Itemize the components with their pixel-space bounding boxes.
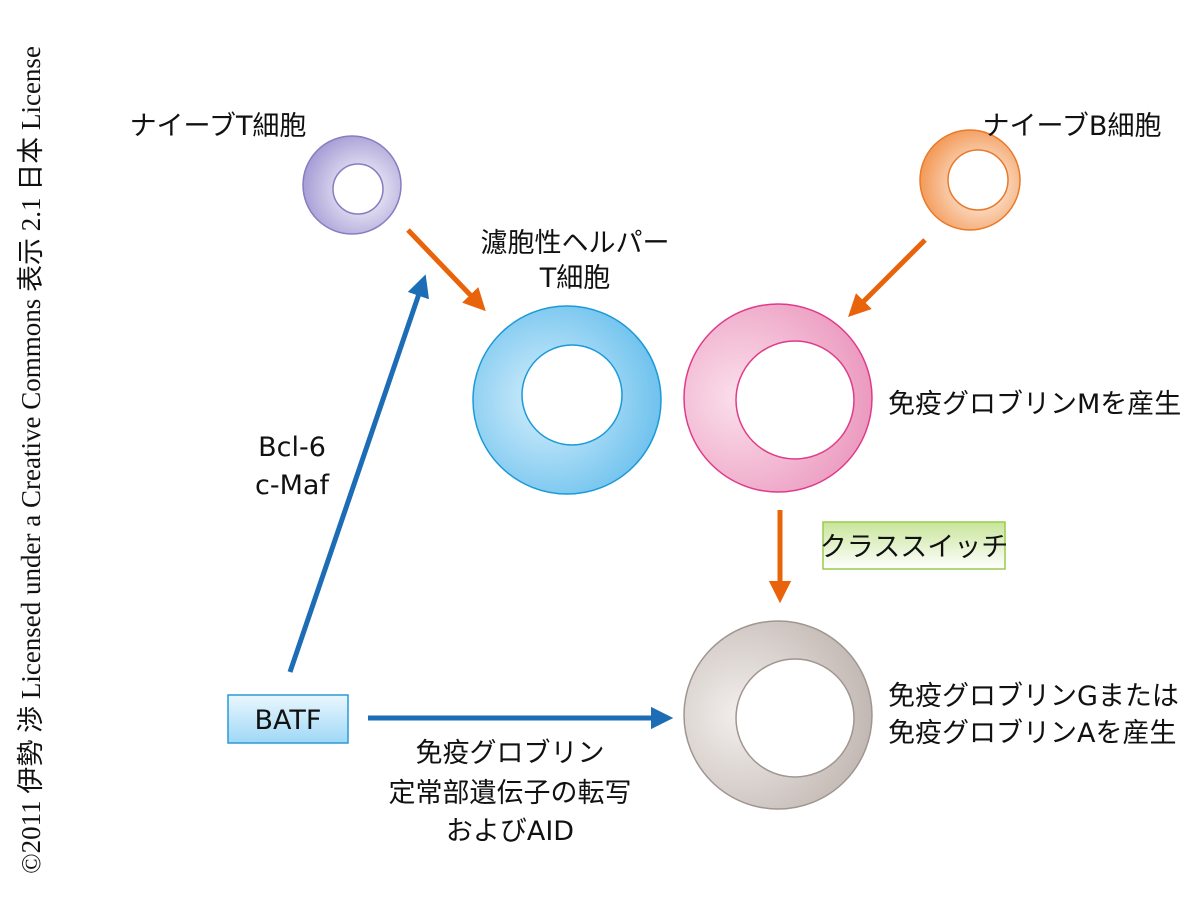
arrow-naive-t-to-tfh xyxy=(406,228,486,312)
igm-label: 免疫グロブリンMを産生 xyxy=(888,389,1181,420)
naive-t-cell xyxy=(302,135,402,235)
tfh-cell xyxy=(472,305,662,495)
naive-b-cell xyxy=(919,129,1021,231)
batf-effect-line3: およびAID xyxy=(446,816,574,847)
batf-box: BATF xyxy=(227,694,349,744)
tfh-label-line1: 濾胞性ヘルパー xyxy=(481,228,670,259)
arrow-batf-to-tfh xyxy=(287,274,430,673)
factor-cmaf: c-Maf xyxy=(255,470,330,501)
igm-plasma-cell xyxy=(683,303,873,493)
batf-label: BATF xyxy=(255,705,322,736)
igg-iga-plasma-cell xyxy=(683,620,873,810)
class-switch-label: クラススイッチ xyxy=(820,532,1008,563)
arrow-naive-b-to-igm xyxy=(848,238,927,317)
batf-effect-line2: 定常部遺伝子の転写 xyxy=(389,778,632,809)
igg-label-line2: 免疫グロブリンAを産生 xyxy=(888,718,1176,749)
class-switch-box: クラススイッチ xyxy=(820,521,1008,570)
igg-label-line1: 免疫グロブリンGまたは xyxy=(888,681,1179,712)
batf-effect-line1: 免疫グロブリン xyxy=(416,738,605,769)
copyright-text: ©2011 伊勢 渉 Licensed under a Creative Com… xyxy=(16,46,46,874)
naive-b-cell-label: ナイーブB細胞 xyxy=(983,111,1162,142)
tfh-label-line2: T細胞 xyxy=(539,263,611,294)
naive-t-cell-label: ナイーブT細胞 xyxy=(130,111,307,142)
factor-bcl6: Bcl-6 xyxy=(258,432,326,463)
